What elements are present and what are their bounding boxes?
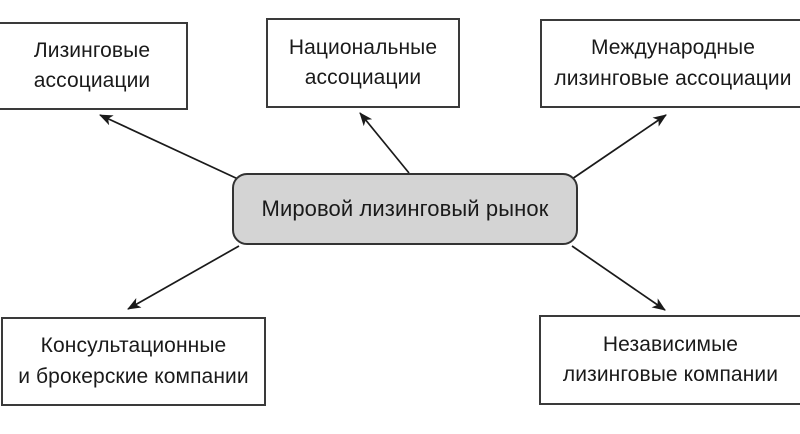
arrow-to-independent-leasing (571, 245, 666, 311)
node-independent-leasing[interactable]: Независимые лизинговые компании (539, 315, 800, 405)
node-international-associations[interactable]: Международные лизинговые ассоциации (540, 19, 800, 108)
node-national-associations[interactable]: Национальные ассоциации (266, 18, 460, 108)
node-leasing-associations-label: Лизинговые ассоциации (33, 38, 151, 92)
arrow-to-leasing-associations (99, 114, 239, 180)
node-independent-leasing-label: Независимые лизинговые компании (562, 332, 779, 386)
node-national-associations-label: Национальные ассоциации (288, 35, 438, 89)
node-leasing-associations[interactable]: Лизинговые ассоциации (0, 22, 188, 110)
node-international-associations-label: Международные лизинговые ассоциации (554, 36, 792, 90)
node-consulting-brokerage-label: Консультационные и брокерские компании (18, 334, 249, 388)
node-world-leasing-market-label: Мировой лизинговый рынок (261, 196, 549, 222)
node-world-leasing-market[interactable]: Мировой лизинговый рынок (232, 173, 578, 245)
node-consulting-brokerage[interactable]: Консультационные и брокерские компании (1, 317, 266, 406)
arrow-to-international-associations (571, 114, 667, 180)
arrow-to-consulting-brokerage (127, 245, 240, 310)
arrow-to-national-associations (359, 112, 410, 174)
